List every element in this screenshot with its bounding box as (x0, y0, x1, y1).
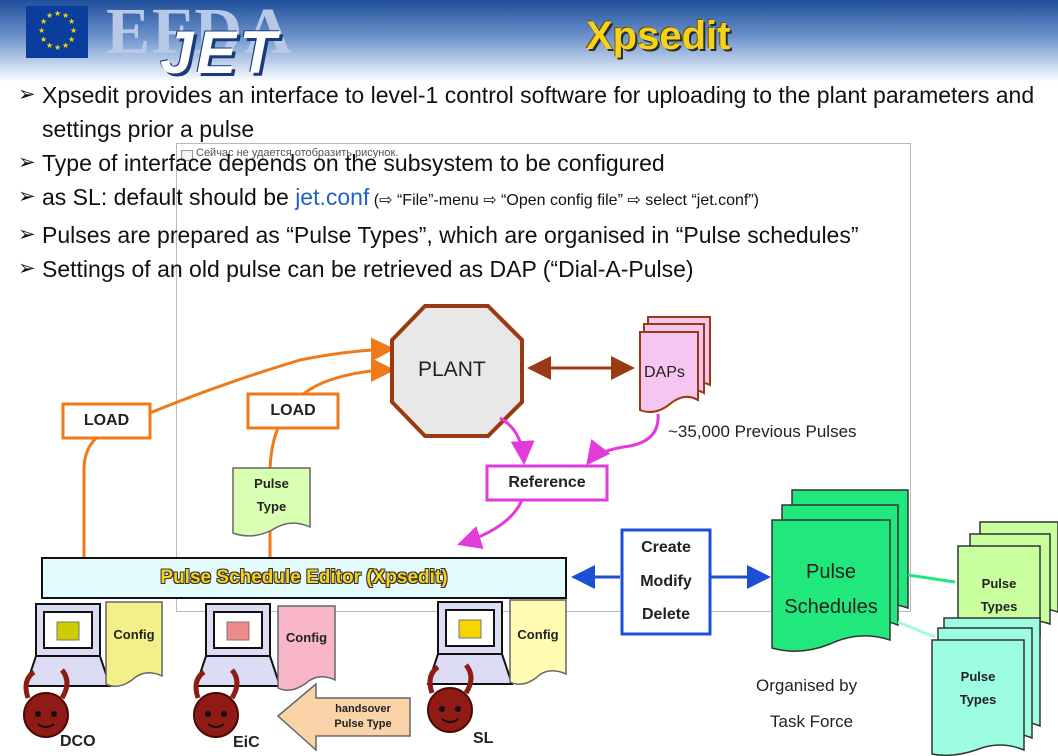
schedules-stack (771, 489, 909, 652)
bullet-text: Type of interface depends on the subsyst… (42, 150, 665, 176)
svg-text:★: ★ (68, 17, 75, 26)
load-box-mid (246, 392, 340, 430)
role-eic-label: EiC (233, 734, 260, 751)
editor-label: Pulse Schedule Editor (Xpsedit) (160, 567, 448, 588)
pulse-type-doc (232, 467, 311, 537)
types-upper-line2: Types (980, 599, 1018, 614)
organised-line1: Organised by (756, 676, 858, 695)
arrow-bullet-icon: ➢ (18, 185, 36, 208)
eu-flag-icon: ★★★★★★★★★★★★ (26, 6, 88, 58)
config-eic-label: Config (285, 630, 328, 645)
bullet-list: ➢ Xpsedit provides an interface to level-… (18, 78, 1053, 286)
svg-text:★: ★ (62, 41, 69, 50)
arrow-bullet-icon: ➢ (18, 83, 36, 106)
previous-pulses-label: ~35,000 Previous Pulses (668, 422, 857, 441)
cmd-box (620, 528, 712, 636)
schedules-types-upper-connector (907, 573, 956, 584)
types-lower-line1: Pulse (960, 669, 996, 684)
arrow-bullet-icon: ➢ (18, 223, 36, 246)
daps-label: DAPs (644, 364, 685, 381)
role-dco-label: DCO (60, 733, 96, 750)
handsover-line1: handsover (335, 703, 391, 715)
editor-bar (41, 557, 567, 599)
sl-workstation (426, 599, 567, 733)
types-upper-line1: Pulse (981, 576, 1017, 591)
efda-logo: EFDA (106, 0, 294, 68)
svg-text:★: ★ (68, 35, 75, 44)
bullet-item: ➢ Settings of an old pulse can be retriev… (18, 252, 1053, 286)
pulse-type-line1: Pulse (254, 476, 289, 491)
bullet-item: ➢ Xpsedit provides an interface to level-… (18, 78, 1053, 146)
config-sl-label: Config (517, 627, 559, 642)
reference-editor-arrow (457, 499, 524, 550)
bullet-text: as SL: default should be (42, 184, 296, 210)
types-lower-line2: Types (959, 692, 997, 707)
daps-reference-arrow (586, 413, 660, 466)
organised-line2: Task Force (770, 712, 854, 731)
bullet-item: ➢ Pulses are prepared as “Pulse Types”, w… (18, 218, 1053, 252)
arrow-bullet-icon: ➢ (18, 151, 36, 174)
load-box-left (61, 402, 152, 440)
config-dco-label: Config (113, 627, 155, 642)
eic-workstation (193, 603, 336, 738)
reference-box (485, 464, 609, 502)
handsover-line2: Pulse Type (334, 718, 392, 730)
types-lower-stack (931, 617, 1041, 756)
schedules-types-lower-connector (897, 620, 936, 639)
daps-stack (639, 316, 711, 413)
bullet-text: Pulses are prepared as “Pulse Types”, wh… (42, 222, 859, 248)
load-left-label: LOAD (83, 412, 130, 429)
handsover-arrow (276, 682, 411, 752)
svg-text:★: ★ (38, 26, 45, 35)
plant-octagon (390, 304, 524, 438)
load-mid-label: LOAD (270, 402, 316, 419)
arrow-bullet-icon: ➢ (18, 257, 36, 280)
svg-text:★: ★ (40, 17, 47, 26)
reference-label: Reference (508, 474, 586, 491)
delete-label: Delete (641, 606, 691, 623)
svg-text:★: ★ (54, 9, 61, 18)
bullet-detail-text: (⇨ “File”-menu ⇨ “Open config file” ⇨ se… (369, 192, 759, 209)
svg-text:★: ★ (40, 35, 47, 44)
schedules-line2: Schedules (784, 596, 878, 618)
dco-workstation (23, 601, 163, 738)
load-arrow-mid (268, 358, 395, 558)
role-sl-label: SL (473, 730, 494, 747)
broken-image-icon (181, 150, 193, 161)
svg-text:★: ★ (62, 11, 69, 20)
broken-image-text: Сейчас не удается отобразить рисунок. (196, 147, 399, 159)
jet-conf-text: jet.conf (295, 184, 370, 210)
bullet-text: Settings of an old pulse can be retrieve… (42, 256, 694, 282)
plant-label: PLANT (418, 358, 486, 381)
create-label: Create (641, 539, 691, 556)
page-title: Xpsedit (586, 14, 731, 58)
plant-reference-arrow (499, 416, 535, 465)
svg-text:★: ★ (54, 43, 61, 52)
svg-text:★: ★ (70, 26, 77, 35)
svg-text:★: ★ (46, 41, 53, 50)
bullet-text: Xpsedit provides an interface to level-1… (42, 82, 1035, 142)
schedules-line1: Pulse (805, 561, 857, 583)
bullet-item: ➢ as SL: default should be jet.conf (⇨ “F… (18, 180, 1053, 218)
header-banner (0, 0, 1058, 82)
modify-label: Modify (640, 573, 692, 590)
pulse-type-line2: Type (256, 499, 287, 514)
svg-text:★: ★ (46, 11, 53, 20)
jet-logo: JET (160, 19, 280, 86)
bullet-item: ➢ Type of interface depends on the subsys… (18, 146, 1053, 180)
load-arrow-left (82, 337, 395, 558)
